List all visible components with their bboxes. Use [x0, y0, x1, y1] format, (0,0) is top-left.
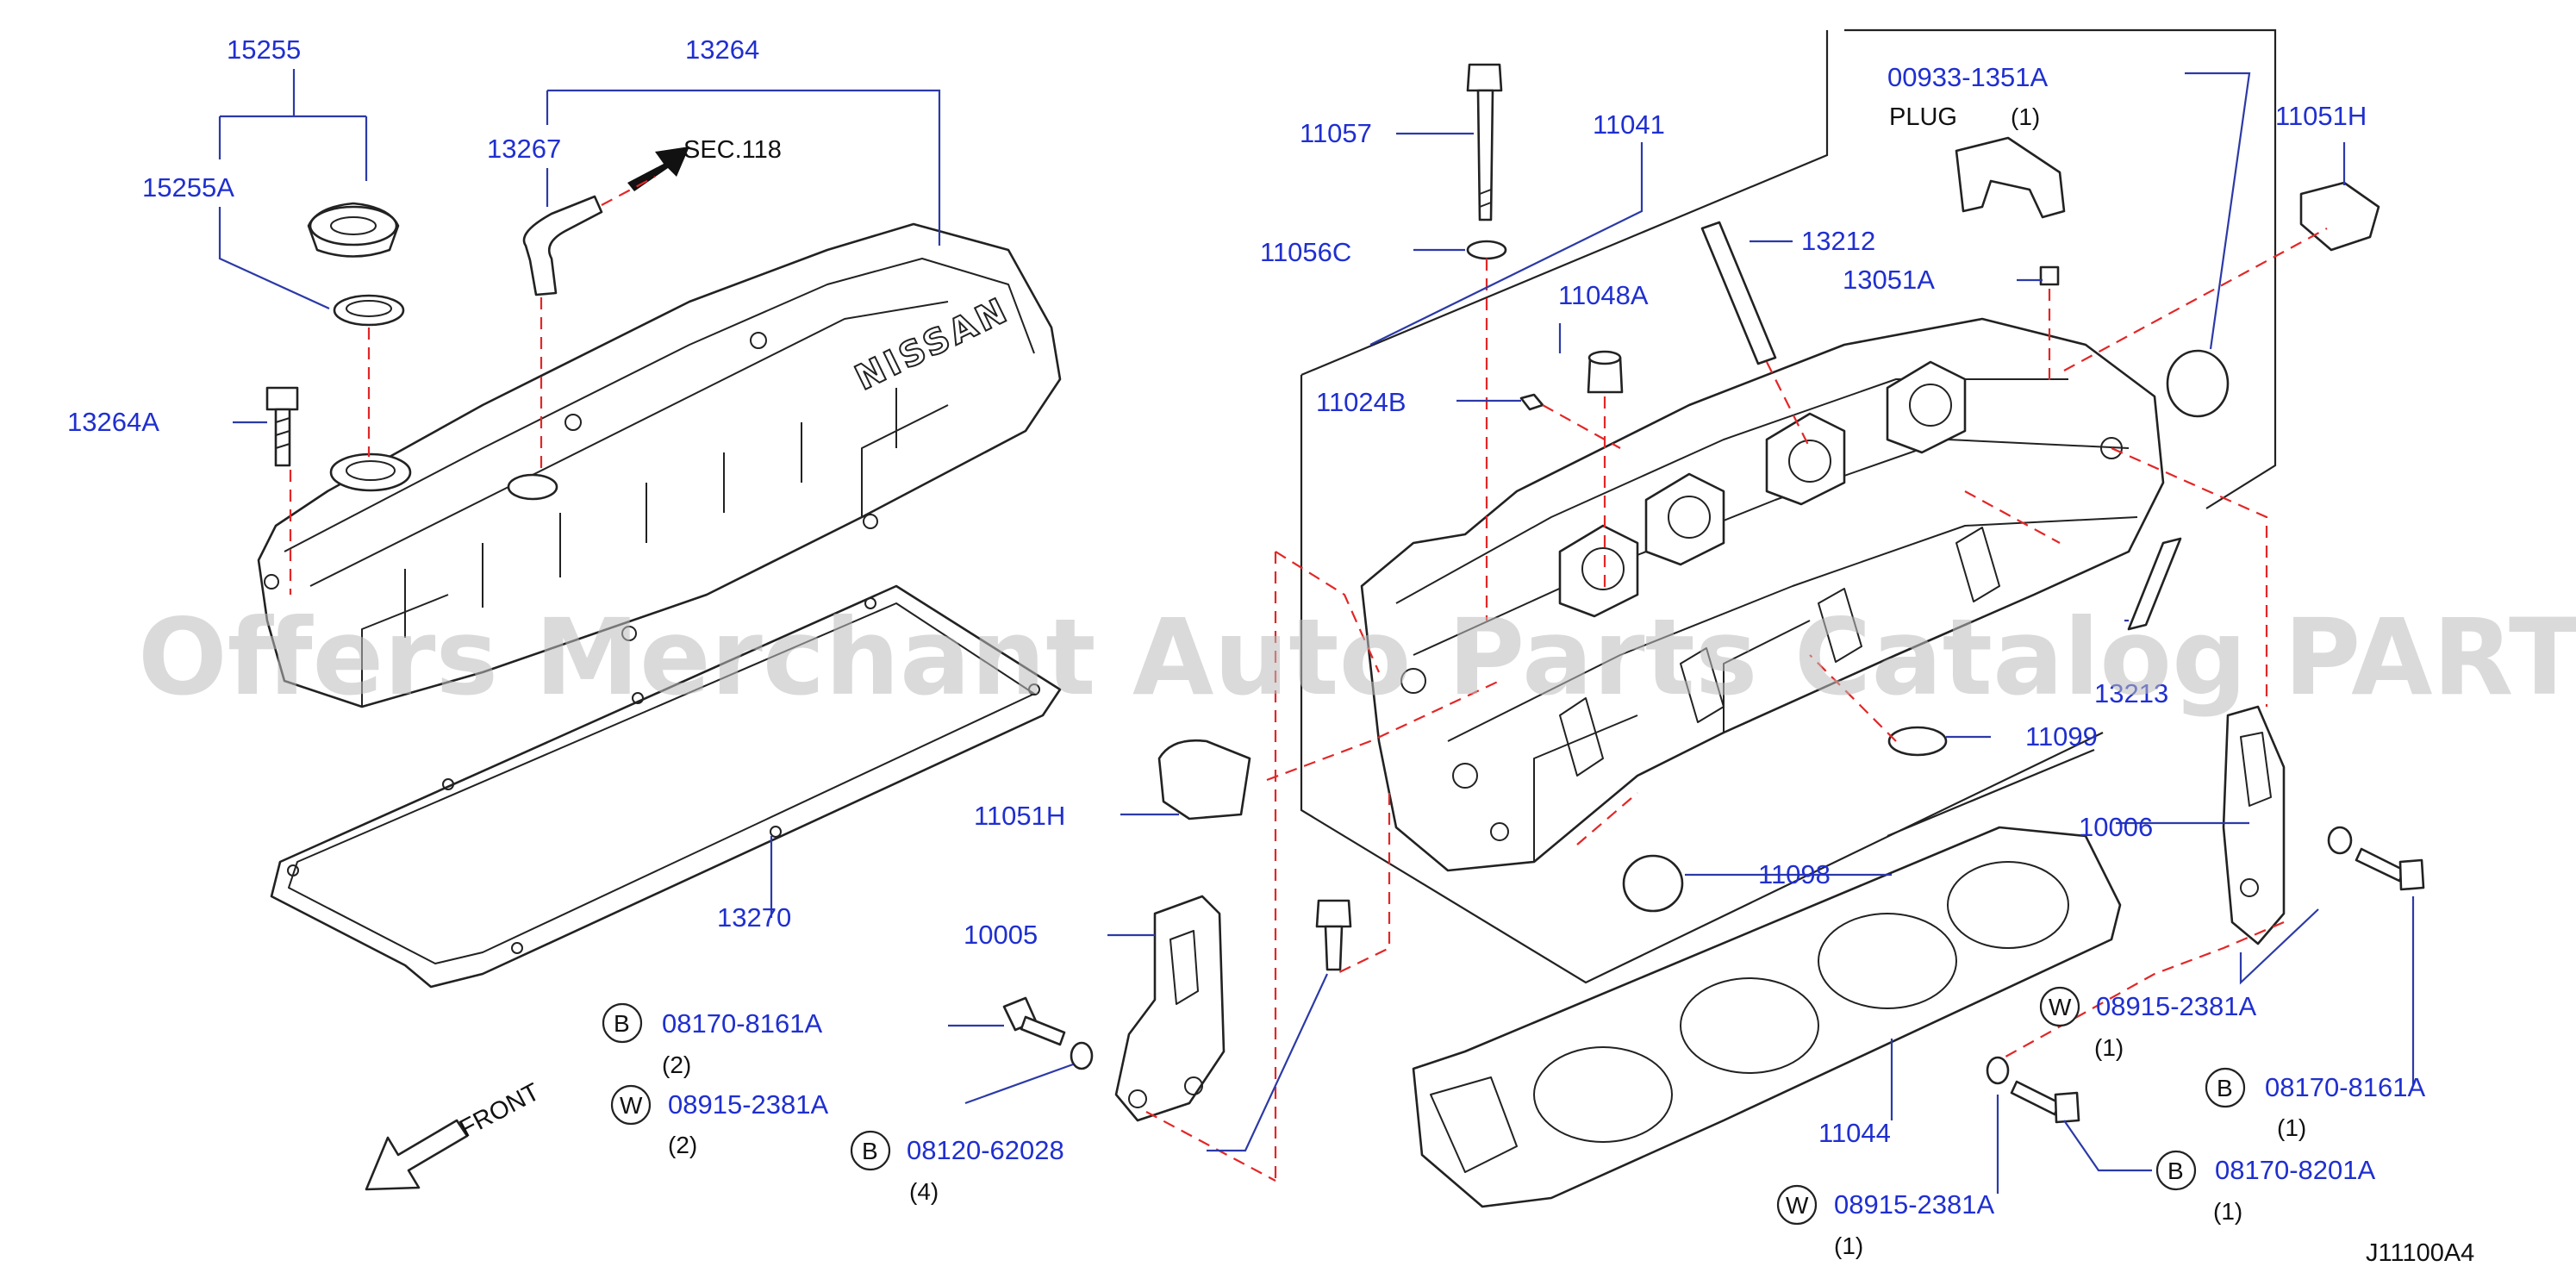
pcv-grommet — [507, 473, 558, 501]
fastener-3-qty: (4) — [909, 1178, 939, 1205]
svg-text:W: W — [2049, 994, 2072, 1020]
fastener-5-qty: (1) — [2277, 1114, 2306, 1141]
fastener-4-code[interactable]: 08915-2381A — [2096, 991, 2256, 1021]
label-13213[interactable]: 13213 — [2094, 678, 2168, 708]
watermark: Offers Merchant Auto Parts Catalog PARTS… — [138, 596, 2576, 719]
engine-slinger-front[interactable] — [1114, 895, 1226, 1122]
label-10006[interactable]: 10006 — [2079, 812, 2153, 842]
fastener-6-qty: (1) — [2213, 1198, 2242, 1225]
oil-filler-cap[interactable] — [307, 202, 400, 258]
svg-text:B: B — [2167, 1157, 2184, 1184]
fastener-3[interactable]: B — [850, 1130, 891, 1171]
bolt-08170-8161A-rear[interactable] — [2355, 847, 2425, 891]
label-front: FRONT — [455, 1078, 544, 1143]
fastener-7[interactable]: W — [1776, 1184, 1818, 1226]
front-arrow-icon — [365, 1119, 469, 1191]
head-box-frame — [1300, 28, 2277, 984]
label-00933-1351A[interactable]: 00933-1351A — [1887, 62, 2048, 92]
filler-port — [329, 452, 412, 492]
oil-seal-11098[interactable] — [1622, 854, 1684, 913]
label-11057[interactable]: 11057 — [1300, 118, 1372, 148]
label-plug: PLUG — [1889, 103, 1957, 131]
head-bolt[interactable] — [1466, 63, 1503, 221]
fastener-3-code[interactable]: 08120-62028 — [907, 1135, 1064, 1165]
fastener-1-qty: (2) — [662, 1051, 691, 1078]
label-11048A[interactable]: 11048A — [1558, 280, 1649, 310]
fastener-2-code[interactable]: 08915-2381A — [668, 1089, 828, 1120]
cam-bracket[interactable] — [1955, 136, 2066, 219]
label-15255[interactable]: 15255 — [227, 34, 301, 65]
label-13267[interactable]: 13267 — [487, 134, 561, 164]
fastener-6-code[interactable]: 08170-8201A — [2215, 1155, 2375, 1185]
label-13264A[interactable]: 13264A — [67, 407, 159, 437]
leader-lines — [218, 69, 2415, 1194]
label-13212[interactable]: 13212 — [1801, 226, 1875, 256]
svg-text:W: W — [1786, 1192, 1809, 1219]
label-11051H-left[interactable]: 11051H — [974, 801, 1065, 831]
assembly-lines — [289, 176, 2328, 1182]
cam-plug-left[interactable] — [1157, 739, 1251, 820]
rocker-cover[interactable] — [257, 222, 1062, 708]
cam-plug-top[interactable] — [2299, 181, 2380, 252]
bolt-08120-62028[interactable] — [1315, 899, 1352, 971]
fastener-5-code[interactable]: 08170-8161A — [2265, 1072, 2425, 1102]
sec-arrow — [627, 147, 689, 191]
fastener-4-qty: (1) — [2094, 1034, 2124, 1061]
label-11041[interactable]: 11041 — [1593, 109, 1665, 140]
svg-text:W: W — [620, 1092, 643, 1119]
cover-bolt[interactable] — [265, 386, 299, 467]
label-10005[interactable]: 10005 — [964, 920, 1038, 950]
cylinder-head-gasket[interactable] — [1412, 826, 2122, 1208]
label-15255A[interactable]: 15255A — [142, 172, 234, 203]
svg-text:B: B — [614, 1010, 630, 1037]
fastener-5[interactable]: B — [2205, 1067, 2246, 1108]
label-plug-qty: (1) — [2011, 103, 2040, 130]
oil-seal-11099[interactable] — [1887, 726, 1948, 757]
fastener-7-code[interactable]: 08915-2381A — [1834, 1189, 1994, 1220]
diagram-code: J11100A4 — [2366, 1239, 2474, 1267]
spark-plug-tube[interactable] — [1700, 221, 1777, 365]
svg-text:B: B — [862, 1138, 878, 1164]
label-11024B[interactable]: 11024B — [1316, 387, 1407, 417]
label-13051A[interactable]: 13051A — [1843, 265, 1935, 295]
label-11051H-top[interactable]: 11051H — [2275, 101, 2367, 131]
fastener-1[interactable]: B — [602, 1002, 643, 1044]
engine-slinger-rear[interactable] — [2222, 705, 2286, 945]
bolt-08170-8161A-left[interactable] — [1002, 996, 1066, 1046]
cam-seal-plug[interactable] — [2166, 349, 2230, 418]
part-labels: 15255 15255A 13264 13267 SEC.118 13264A … — [67, 34, 2474, 1267]
fastener-2-qty: (2) — [668, 1132, 697, 1158]
cylinder-head[interactable] — [1360, 317, 2165, 872]
rocker-cover-gasket[interactable] — [270, 584, 1062, 989]
fastener-callouts: B 08170-8161A (2) W 08915-2381A (2) B 08… — [602, 986, 2425, 1259]
washer-rear[interactable] — [2327, 826, 2353, 855]
cam-dowel[interactable] — [2039, 265, 2060, 286]
label-11099[interactable]: 11099 — [2025, 721, 2098, 752]
label-sec-ref[interactable]: SEC.118 — [683, 136, 782, 164]
fastener-2[interactable]: W — [610, 1084, 652, 1126]
label-11044[interactable]: 11044 — [1818, 1118, 1891, 1148]
dowel-pin[interactable] — [1519, 393, 1544, 411]
label-11098[interactable]: 11098 — [1758, 859, 1831, 889]
washer-left[interactable] — [1070, 1041, 1094, 1070]
label-13270[interactable]: 13270 — [717, 902, 791, 933]
label-13264[interactable]: 13264 — [685, 34, 759, 65]
fastener-6[interactable]: B — [2155, 1150, 2197, 1191]
head-bolt-washer[interactable] — [1466, 240, 1507, 260]
bolt-08170-8201A[interactable] — [2010, 1080, 2080, 1124]
fastener-1-code[interactable]: 08170-8161A — [662, 1008, 822, 1039]
pcv-hose[interactable] — [522, 195, 603, 296]
filler-cap-seal[interactable] — [333, 294, 405, 327]
washer-bottom[interactable] — [1986, 1056, 2010, 1085]
spark-tube-right[interactable] — [2127, 537, 2182, 631]
fastener-7-qty: (1) — [1834, 1232, 1863, 1259]
svg-text:B: B — [2217, 1075, 2233, 1101]
label-11056C[interactable]: 11056C — [1260, 237, 1351, 267]
fastener-4[interactable]: W — [2039, 986, 2080, 1027]
valve-stem-seal[interactable] — [1587, 350, 1624, 394]
